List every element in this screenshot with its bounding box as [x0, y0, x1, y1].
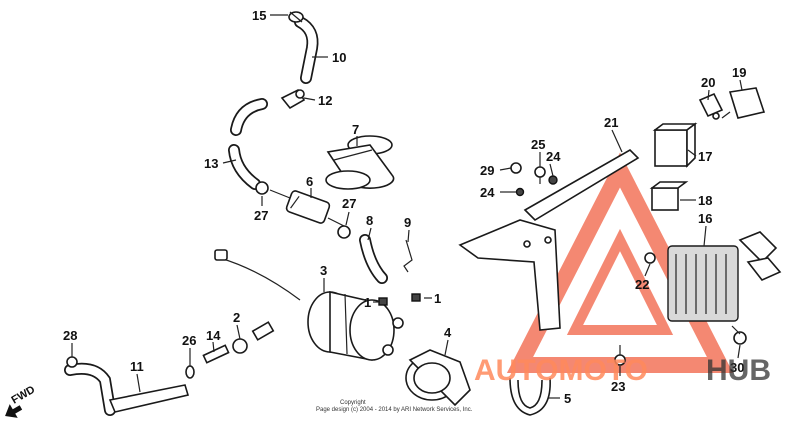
clip-15: [288, 11, 304, 23]
callout-16: 16: [698, 211, 712, 226]
leader-lines: [71, 14, 743, 399]
joint-12: [280, 88, 306, 110]
callout-19: 19: [732, 65, 746, 80]
callout-4: 4: [444, 325, 452, 340]
bolt-25: [534, 166, 546, 184]
callout-17: 17: [698, 149, 712, 164]
copyright-line-2: Page design (c) 2004 - 2014 by ARI Netwo…: [316, 407, 473, 413]
callout-21: 21: [604, 115, 618, 130]
canister-3: [214, 249, 404, 361]
hose-9: [403, 239, 413, 273]
connector-20: [698, 92, 724, 120]
valve-2: [232, 321, 275, 354]
copyright-line-1: Copyright: [340, 400, 366, 406]
callout-8: 8: [366, 213, 373, 228]
callout-18: 18: [698, 193, 712, 208]
clip-1-left: [378, 297, 388, 306]
bolt-22: [644, 252, 656, 264]
callout-24-upper: 24: [546, 149, 561, 164]
fuel-filter-6: [269, 189, 345, 227]
callout-22: 22: [635, 277, 649, 292]
bolt-29: [510, 162, 522, 174]
connector-18: [649, 181, 689, 211]
clip-27-mid: [337, 225, 351, 239]
callout-9: 9: [404, 215, 411, 230]
callout-1-left: 1: [364, 295, 371, 310]
callout-27-top: 27: [254, 208, 268, 223]
callout-27-mid: 27: [342, 196, 356, 211]
hose-13: [228, 98, 268, 190]
watermark-word-2: HUB: [706, 354, 771, 387]
callout-1-right: 1: [434, 291, 441, 306]
band-5: [509, 377, 551, 416]
callout-29: 29: [480, 163, 494, 178]
nut-24-upper: [548, 175, 558, 185]
callout-24-lower: 24: [480, 185, 495, 200]
callout-11: 11: [130, 359, 144, 374]
callout-26: 26: [182, 333, 196, 348]
callout-28: 28: [63, 328, 77, 343]
bolt-30: [731, 325, 747, 345]
callout-10: 10: [332, 50, 346, 65]
callout-30: 30: [730, 360, 744, 375]
bracket-21: [458, 149, 640, 331]
relay-17: [652, 122, 698, 168]
connector-14: [202, 344, 230, 364]
callout-labels: 15 10 12 13 27 7 6 27 8 9 3 1 1 4 5 2 14…: [63, 8, 746, 406]
hose-10: [294, 16, 319, 84]
fwd-arrow: [5, 404, 23, 418]
callout-15: 15: [252, 8, 266, 23]
callout-2: 2: [233, 310, 240, 325]
callout-12: 12: [318, 93, 332, 108]
regulator-16: [667, 231, 782, 322]
clip-27-top: [255, 181, 269, 195]
washer-24-lower: [515, 187, 525, 197]
band-4: [405, 349, 471, 407]
clip-1-right: [411, 293, 421, 302]
fwd-label: FWD: [10, 384, 38, 407]
filter-7: [325, 135, 395, 190]
relay-19: [721, 87, 766, 119]
callout-20: 20: [701, 75, 715, 90]
callout-3: 3: [320, 263, 327, 278]
callout-5: 5: [564, 391, 571, 406]
callout-6: 6: [306, 174, 313, 189]
callout-7: 7: [352, 122, 359, 137]
hose-8: [359, 234, 388, 284]
clip-28: [66, 356, 78, 368]
watermark-word-1: AUTOMOTO: [474, 354, 648, 387]
pipe-11: [64, 362, 190, 416]
callout-13: 13: [204, 156, 218, 171]
callout-23: 23: [611, 379, 625, 394]
callout-25: 25: [531, 137, 545, 152]
callout-14: 14: [206, 328, 221, 343]
bolt-23: [614, 345, 626, 366]
ring-26: [185, 365, 195, 379]
